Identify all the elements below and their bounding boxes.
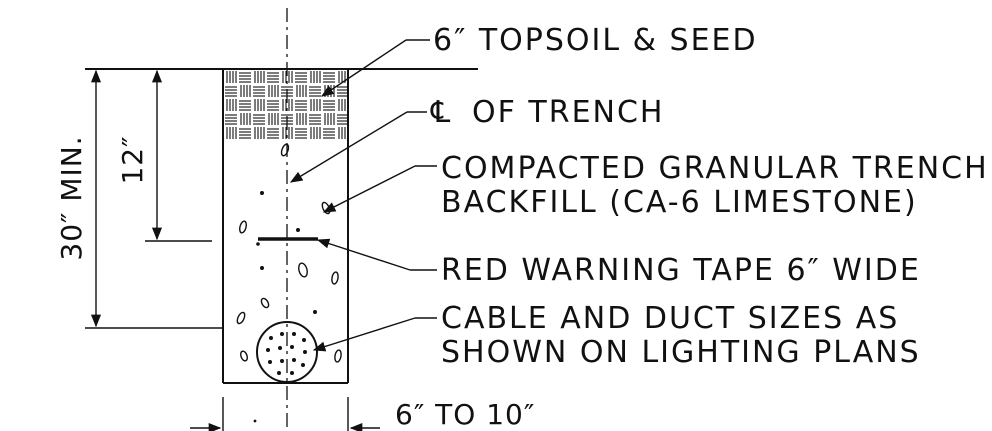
label-backfill-line2: BACKFILL (CA-6 LIMESTONE)	[441, 185, 918, 220]
label-cable-line2: SHOWN ON LIGHTING PLANS	[441, 335, 921, 370]
trench-outline	[222, 69, 349, 384]
width-dimension	[190, 397, 380, 431]
cable-duct-bundle	[256, 321, 318, 383]
tape-depth-dimension	[145, 69, 212, 242]
label-cable-line1: CABLE AND DUCT SIZES AS	[441, 301, 899, 336]
leader-topsoil	[320, 39, 430, 97]
depth-dimension-label: 30″ MIN.	[55, 135, 88, 260]
label-centerline: OF TRENCH	[472, 95, 664, 130]
leader-centerline	[289, 111, 427, 183]
depth-dimension	[85, 69, 223, 329]
width-dimension-label: 6″ TO 10″	[395, 398, 535, 431]
tape-depth-label: 12″	[116, 135, 149, 184]
label-tape: RED WARNING TAPE 6″ WIDE	[441, 253, 921, 288]
leader-cable	[312, 317, 437, 352]
leader-tape	[316, 238, 437, 271]
topsoil-layer	[223, 69, 348, 139]
backfill-aggregate	[236, 143, 342, 363]
centerline-symbol: ℄	[430, 95, 452, 130]
label-backfill-line1: COMPACTED GRANULAR TRENCH	[441, 151, 989, 186]
label-topsoil: 6″ TOPSOIL & SEED	[433, 23, 758, 58]
leader-backfill	[322, 165, 437, 213]
